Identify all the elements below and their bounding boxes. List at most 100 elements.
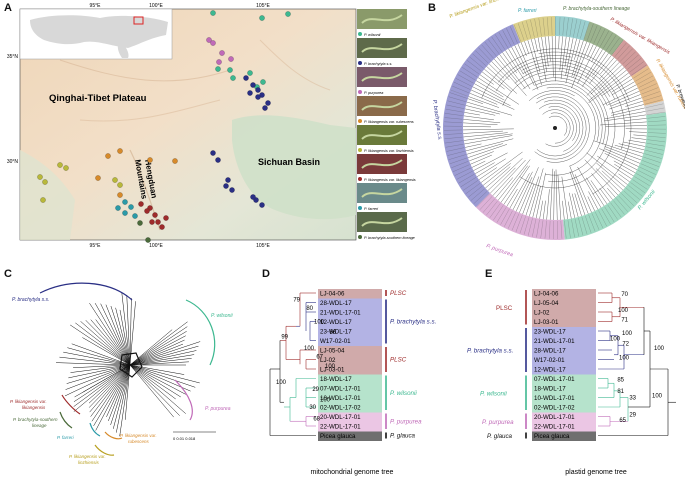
tree-branch (463, 132, 508, 138)
clade-box (318, 374, 382, 413)
network-edge (129, 341, 201, 366)
tree-branch (562, 200, 565, 220)
tip-label-tick (574, 218, 579, 237)
network-edge (129, 364, 186, 395)
mitochondrial-tree-d: LJ-04-0628-WDL-1721-WDL-17-0112-WDL-1723… (269, 289, 436, 441)
tree-branch (613, 160, 636, 174)
network-edge (129, 301, 136, 366)
tree-branch (474, 83, 505, 101)
clade-band (583, 21, 624, 56)
sample-point (216, 59, 222, 65)
network-edge (64, 364, 131, 397)
tip-label-tick (631, 64, 647, 76)
sample-point (255, 94, 261, 100)
tree-branch (479, 74, 494, 85)
tree-branch (569, 192, 575, 218)
sample-point (223, 183, 229, 189)
network-edge (108, 364, 131, 422)
tip-label-tick (455, 78, 472, 87)
network-edge (66, 364, 131, 384)
network-edge (68, 364, 131, 379)
tip-label-tick (530, 19, 535, 38)
tree-branch (476, 80, 504, 98)
network-edge (100, 303, 131, 366)
tree-branch (611, 107, 645, 116)
tree-tip-label: 20-WDL-17-01 (534, 414, 575, 421)
tip-label-tick (628, 185, 643, 197)
tip-label-tick (614, 42, 627, 57)
support-value: 100 (622, 331, 633, 337)
network-edge (129, 358, 192, 366)
tip-label-tick (449, 157, 468, 164)
network-edge (73, 364, 131, 412)
tip-label-tick (518, 23, 525, 41)
tree-branch (582, 51, 606, 87)
tip-label-tick (459, 70, 476, 81)
sample-point (230, 75, 236, 81)
tree-branch (464, 112, 480, 116)
network-edge (116, 364, 131, 433)
sample-point (219, 50, 225, 56)
tree-branch (466, 101, 513, 116)
clade-band (513, 16, 555, 43)
tree-tip-label: 22-WDL-17-01 (534, 423, 575, 430)
label-b-farreri: P. farreri (518, 8, 537, 14)
tree-branch (599, 188, 610, 202)
tip-label-tick (645, 150, 663, 155)
legend-swatch (358, 235, 362, 239)
clade-band (449, 24, 521, 97)
support-value: 100 (610, 337, 621, 343)
tree-arc (522, 77, 606, 145)
tree-tip-label: W17-02-01 (320, 338, 351, 345)
tip-label-tick (611, 40, 624, 55)
sample-point (255, 87, 261, 93)
tip-label-tick (641, 87, 659, 95)
clade-box (318, 298, 382, 346)
network-edge (113, 364, 131, 429)
tree-branch (515, 177, 533, 212)
clade-box (318, 346, 382, 375)
tip-label-tick (623, 190, 638, 203)
tip-label-tick (484, 41, 497, 57)
label-c-southern-1: P. brachytyla-southern (13, 417, 58, 422)
clade-arc (104, 431, 123, 440)
group-label: P. brachytyla s.s. (467, 348, 513, 355)
tip-label-tick (637, 75, 654, 85)
tree-branch (480, 151, 523, 183)
tree-branch (463, 128, 514, 131)
tree-branch (499, 54, 526, 89)
tree-branch (590, 64, 622, 95)
tip-label-tick (621, 193, 635, 207)
sample-point (159, 224, 165, 230)
label-c-southern-2: lineage (32, 423, 47, 428)
tip-label-tick (647, 124, 666, 126)
tree-branch (484, 68, 512, 93)
tip-label-tick (511, 213, 520, 231)
tree-branch (495, 177, 514, 199)
sample-point (152, 212, 158, 218)
legend-swatch (358, 148, 362, 152)
clade-arc (61, 394, 81, 415)
sample-point (42, 179, 48, 185)
panel-label-d: D (262, 268, 270, 280)
tip-label-tick (446, 147, 465, 152)
tree-branch (618, 173, 630, 182)
sample-point (117, 192, 123, 198)
label-c-purpurea: P. purpurea (205, 406, 231, 412)
sample-point (137, 220, 143, 226)
group-label: PLSC (496, 305, 513, 312)
network-edge (95, 319, 131, 366)
tip-label-tick (447, 151, 465, 156)
legend-label: P. purpurea (364, 91, 383, 95)
group-label: P. purpurea (482, 419, 514, 426)
network-edge (129, 298, 132, 366)
tip-label-tick (647, 116, 666, 119)
tree-arc (548, 115, 568, 136)
group-label: P. wilsonii (390, 390, 417, 397)
tree-branch (464, 135, 513, 145)
tree-branch (511, 46, 528, 76)
tree-branch (468, 96, 500, 108)
network-edge (71, 343, 131, 366)
tree-branch (485, 166, 511, 189)
network-edge (95, 364, 131, 431)
